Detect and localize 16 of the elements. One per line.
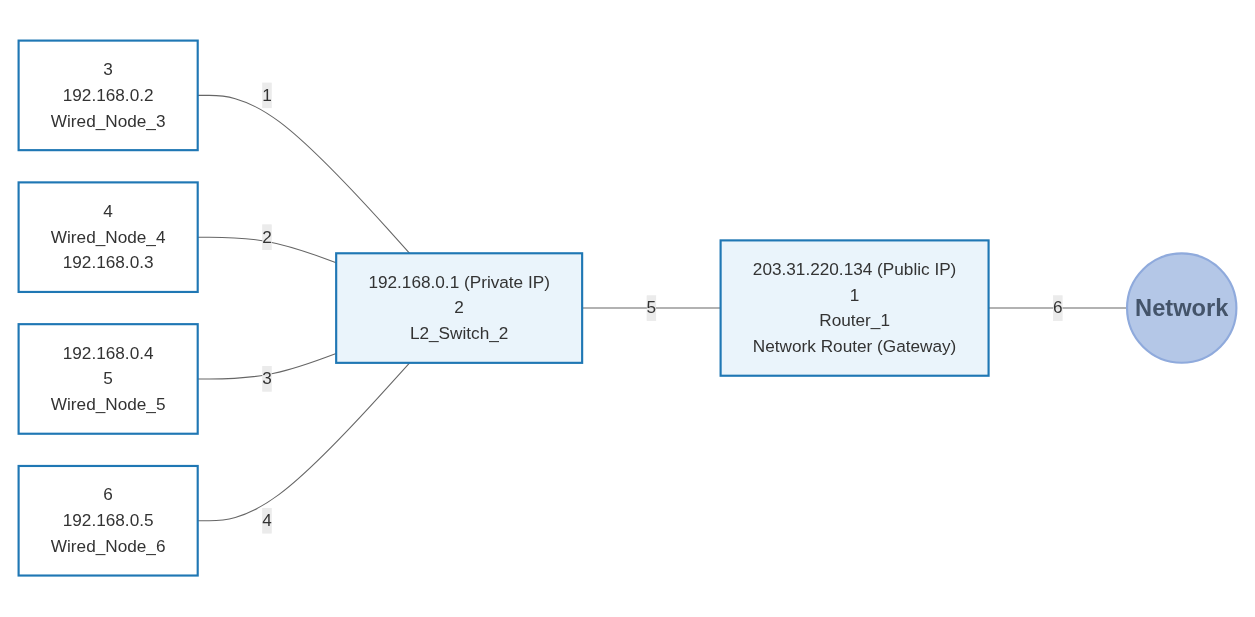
node-box: 203.31.220.134 (Public IP) 1 Router_1 Network Router (Gateway) bbox=[719, 239, 990, 378]
node-circle: Network bbox=[1125, 252, 1238, 365]
connector bbox=[988, 307, 1128, 310]
connector bbox=[197, 237, 337, 264]
node-box: 192.168.0.1 (Private IP) 2 L2_Switch_2 bbox=[335, 252, 584, 365]
node-box: 4 Wired_Node_4 192.168.0.3 bbox=[17, 181, 199, 294]
edge-label: 2 bbox=[262, 227, 272, 247]
node-box: 6 192.168.0.5 Wired_Node_6 bbox=[17, 465, 199, 578]
connector bbox=[197, 353, 337, 380]
node-box: 3 192.168.0.2 Wired_Node_3 bbox=[17, 39, 199, 152]
node-box: 192.168.0.4 5 Wired_Node_5 bbox=[17, 323, 199, 436]
edge-label: 5 bbox=[646, 298, 657, 318]
edge-label: 3 bbox=[262, 369, 272, 388]
edge-label: 6 bbox=[1053, 298, 1063, 318]
edge-label: 4 bbox=[262, 511, 272, 530]
edge-label: 1 bbox=[262, 86, 272, 105]
